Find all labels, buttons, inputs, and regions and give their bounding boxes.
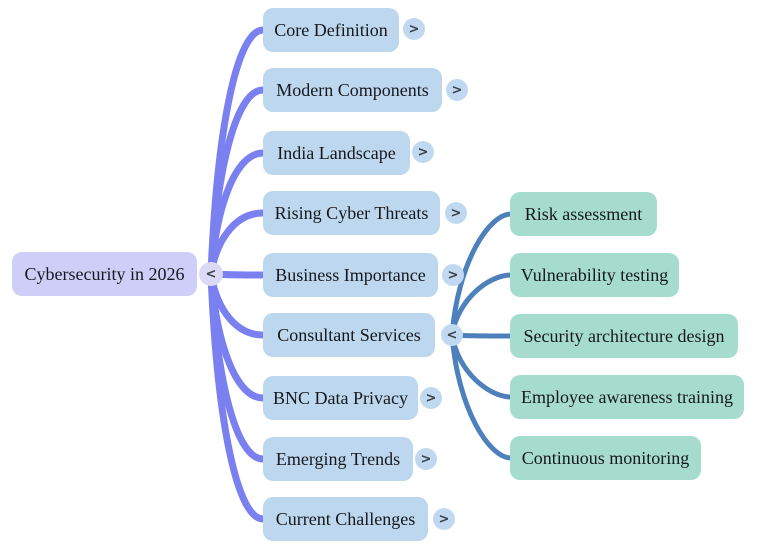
expand-button-india-landscape[interactable]: > <box>412 141 434 163</box>
node-label: Security architecture design <box>523 325 725 346</box>
node-label: Business Importance <box>275 264 426 285</box>
node-label: Modern Components <box>276 79 429 100</box>
node-label: Rising Cyber Threats <box>274 202 429 223</box>
node-label: India Landscape <box>277 142 396 163</box>
collapse-button-root[interactable]: < <box>199 262 223 286</box>
node-label: Continuous monitoring <box>521 447 690 468</box>
expand-button-modern-components[interactable]: > <box>446 79 468 101</box>
node-consultant-services: Consultant Services <box>263 313 435 357</box>
node-bnc-data-privacy: BNC Data Privacy <box>263 376 418 420</box>
link-root-current-challenges <box>207 270 267 523</box>
node-vulnerability-testing: Vulnerability testing <box>510 253 679 297</box>
node-business-importance: Business Importance <box>263 253 438 297</box>
node-label: Risk assessment <box>524 203 643 224</box>
link-consultant-risk-assessment <box>449 211 514 338</box>
node-modern-components: Modern Components <box>263 68 442 112</box>
node-label: Consultant Services <box>277 324 421 345</box>
node-root-label: Cybersecurity in 2026 <box>24 263 185 284</box>
node-label: Current Challenges <box>275 508 416 529</box>
expand-button-core-definition[interactable]: > <box>403 18 425 40</box>
node-label: Emerging Trends <box>275 448 401 469</box>
node-india-landscape: India Landscape <box>263 131 410 175</box>
node-continuous-monitoring: Continuous monitoring <box>510 436 701 480</box>
node-risk-assessment: Risk assessment <box>510 192 657 236</box>
collapse-button-consultant-services[interactable]: < <box>441 324 463 346</box>
expand-button-emerging-trends[interactable]: > <box>415 448 437 470</box>
node-emerging-trends: Emerging Trends <box>263 437 413 481</box>
node-label: BNC Data Privacy <box>273 387 408 408</box>
expand-button-current-challenges[interactable]: > <box>433 508 455 530</box>
node-root: Cybersecurity in 2026 <box>12 252 197 296</box>
node-core-definition: Core Definition <box>263 8 399 52</box>
link-consultant-continuous-monitoring <box>449 332 514 461</box>
node-label: Core Definition <box>274 19 388 40</box>
node-current-challenges: Current Challenges <box>263 497 428 541</box>
expand-button-bnc-data-privacy[interactable]: > <box>420 387 442 409</box>
expand-button-rising-cyber-threats[interactable]: > <box>445 202 467 224</box>
node-label: Vulnerability testing <box>520 264 669 285</box>
node-rising-cyber-threats: Rising Cyber Threats <box>263 191 440 235</box>
expand-button-business-importance[interactable]: > <box>442 264 464 286</box>
node-employee-awareness-training: Employee awareness training <box>510 375 744 419</box>
node-label: Employee awareness training <box>521 386 733 407</box>
link-root-india-landscape <box>207 149 267 278</box>
node-security-architecture-design: Security architecture design <box>510 314 738 358</box>
